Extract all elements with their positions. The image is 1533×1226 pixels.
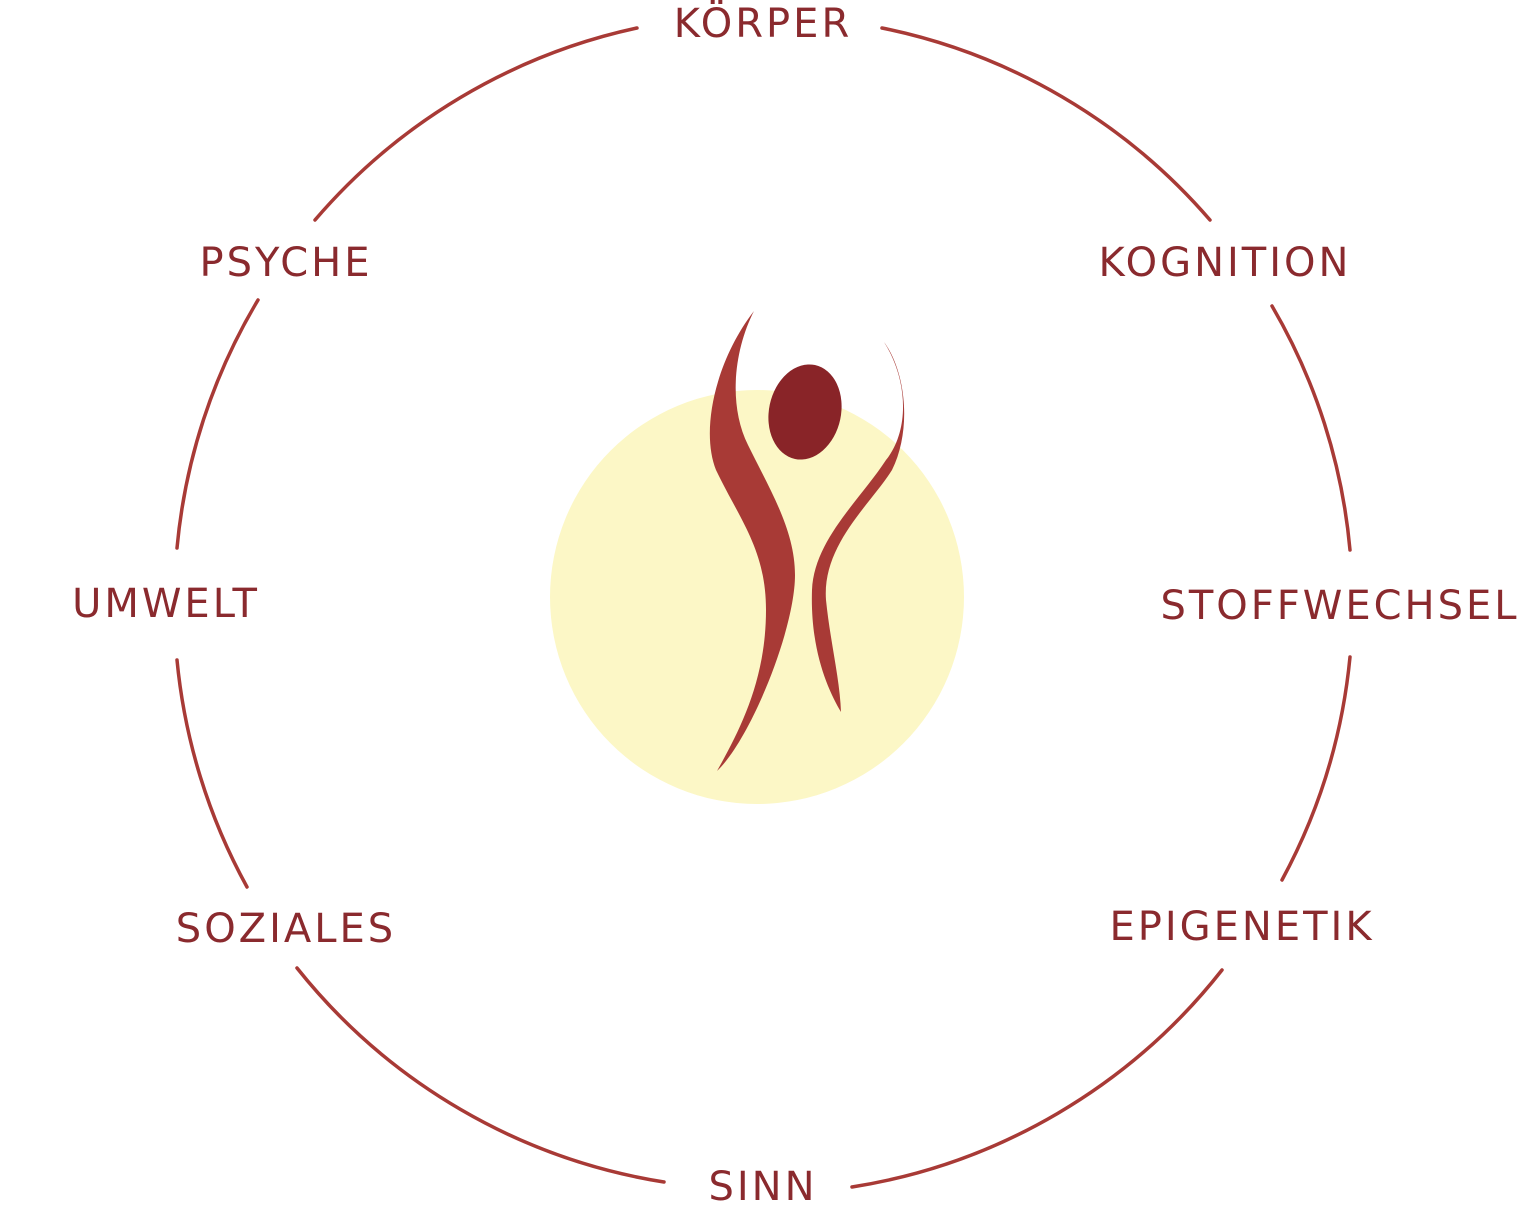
node-label-epigenetik: EPIGENETIK <box>1109 904 1374 950</box>
node-labels: KÖRPER KOGNITION STOFFWECHSEL EPIGENETIK… <box>72 0 1519 1210</box>
node-label-umwelt: UMWELT <box>72 581 260 627</box>
node-label-soziales: SOZIALES <box>176 906 396 952</box>
outer-ring <box>175 26 1352 1189</box>
figure-left-stroke <box>709 311 795 771</box>
node-label-kognition: KOGNITION <box>1099 240 1352 286</box>
ring-segment-umwelt-psyche <box>175 298 260 550</box>
ring-segment-koerper-kognition <box>880 26 1212 222</box>
center-disc <box>550 390 964 804</box>
person-arms-raised-icon <box>709 311 905 771</box>
node-label-stoffwechsel: STOFFWECHSEL <box>1160 583 1519 629</box>
ring-segment-epigenetik-sinn <box>850 968 1224 1189</box>
ring-segment-psyche-koerper <box>313 26 639 222</box>
ring-segment-stoffwechsel-epigenetik <box>1280 655 1352 882</box>
node-label-sinn: SINN <box>708 1164 817 1210</box>
ring-segment-sinn-soziales <box>295 966 666 1184</box>
ring-segment-soziales-umwelt <box>175 658 249 889</box>
node-label-psyche: PSYCHE <box>199 240 372 286</box>
node-label-koerper: KÖRPER <box>674 0 853 47</box>
ring-segment-kognition-stoffwechsel <box>1270 304 1352 552</box>
figure-head <box>768 364 842 460</box>
